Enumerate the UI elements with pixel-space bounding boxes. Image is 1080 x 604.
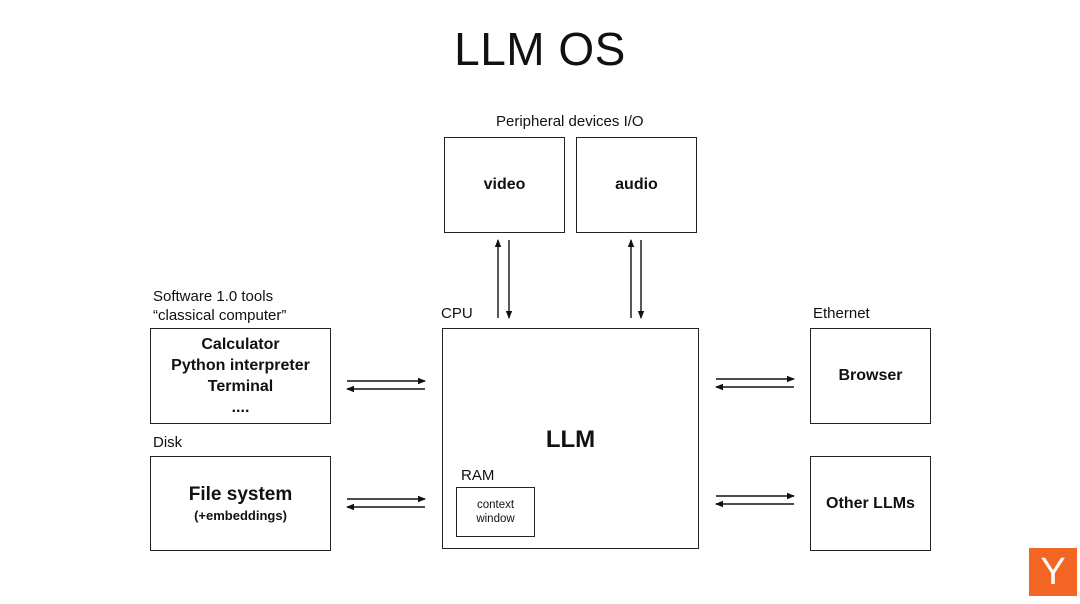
video-label: video [483,176,526,193]
terminal-label: Terminal [207,378,274,395]
ram-label: RAM [461,467,495,484]
software-tools-label: Software 1.0 tools [153,288,274,305]
software-tools-box: Calculator Python interpreter Terminal .… [150,328,331,424]
window-label: window [476,513,515,525]
file-system-box: File system (+embeddings) [150,456,331,551]
llm-label: LLM [545,426,596,453]
embeddings-label: (+embeddings) [194,507,287,523]
classical-computer-label: “classical computer” [153,307,287,324]
cpu-label: CPU [441,305,473,322]
context-window-box: context window [456,487,535,537]
calculator-label: Calculator [201,336,280,353]
audio-label: audio [615,176,658,193]
ycombinator-logo: Y [1029,548,1077,596]
browser-box: Browser [810,328,931,424]
page-title: LLM OS [454,23,626,75]
other-llms-box: Other LLMs [810,456,931,551]
other-llms-label: Other LLMs [826,494,915,512]
ethernet-label: Ethernet [813,305,870,322]
logo-letter: Y [1040,550,1066,593]
context-label: context [476,499,515,511]
browser-label: Browser [838,367,903,384]
file-system-label: File system [188,483,293,505]
ellipsis-label: .... [231,399,250,416]
audio-box: audio [576,137,697,233]
video-box: video [444,137,565,233]
peripheral-devices-label: Peripheral devices I/O [496,113,644,130]
disk-label: Disk [153,434,183,451]
python-interpreter-label: Python interpreter [171,357,310,374]
